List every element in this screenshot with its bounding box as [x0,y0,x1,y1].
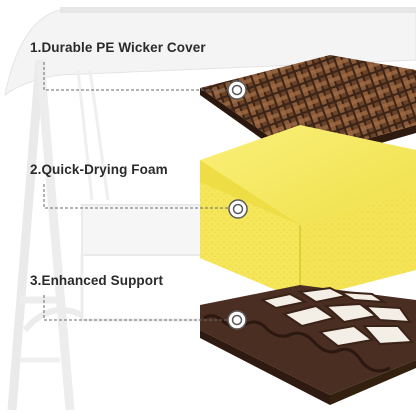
callout-label-support: 3.Enhanced Support [30,273,164,288]
foam-layer [200,125,416,300]
support-layer [200,285,416,405]
target-dot-icon [227,80,247,100]
callout-label-wicker-cover: 1.Durable PE Wicker Cover [30,40,206,55]
leader-line-3 [43,295,230,321]
target-dot-icon [227,310,247,330]
callout-label-foam: 2.Quick-Drying Foam [30,162,168,177]
target-dot-icon [228,199,248,219]
leader-line-1 [43,62,230,91]
leader-lines [43,62,230,321]
leader-line-2 [43,184,230,209]
